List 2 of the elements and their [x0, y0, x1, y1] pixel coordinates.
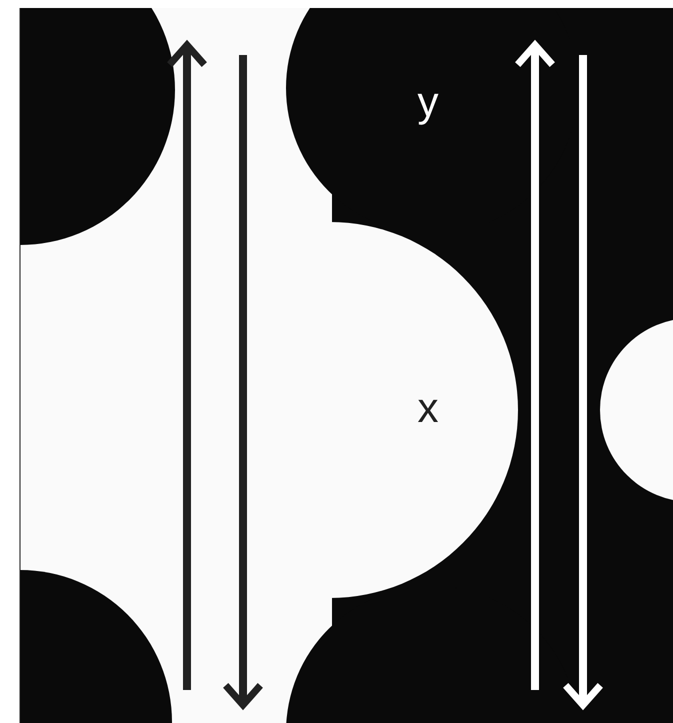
axis-label: y: [418, 81, 438, 123]
axis-label: x: [418, 387, 438, 429]
